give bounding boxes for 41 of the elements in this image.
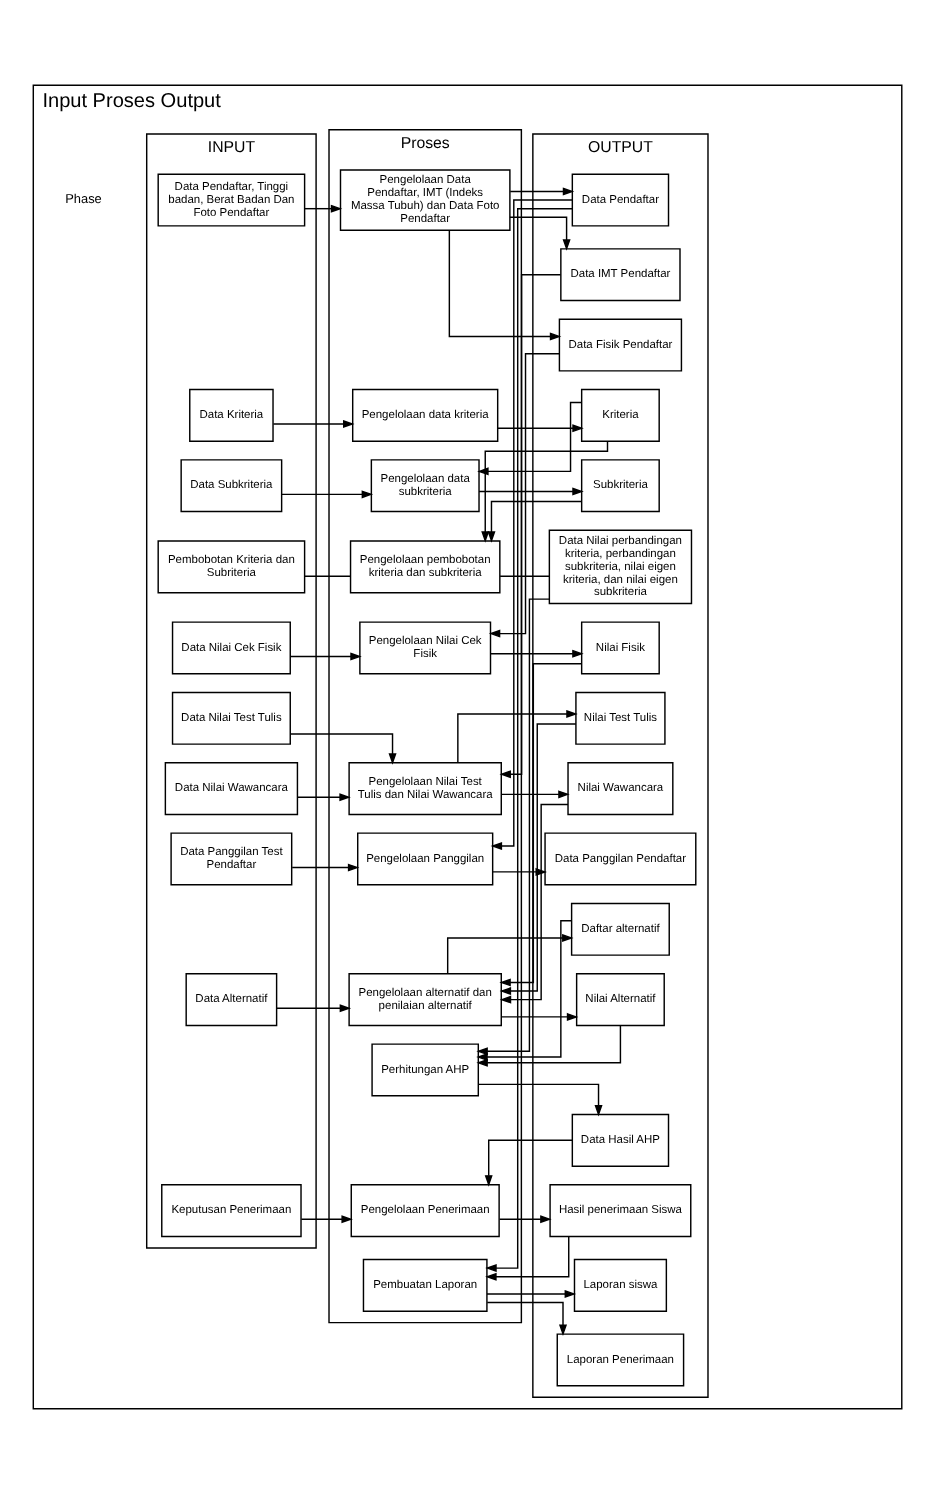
arrow xyxy=(499,802,569,1003)
arrow xyxy=(492,866,547,875)
arrow xyxy=(490,198,573,850)
arrow xyxy=(457,708,578,763)
arrow xyxy=(486,1288,577,1297)
arrow xyxy=(485,1235,570,1280)
arrow xyxy=(478,486,584,495)
arrow xyxy=(499,273,562,778)
arrow xyxy=(476,1024,622,1066)
arrow xyxy=(477,400,583,475)
connector xyxy=(303,574,352,576)
arrow xyxy=(486,1300,568,1336)
arrow xyxy=(446,932,574,973)
arrow xyxy=(481,439,609,542)
arrow xyxy=(487,499,582,542)
arrow xyxy=(509,215,571,250)
arrow xyxy=(485,206,573,1272)
arrow xyxy=(289,732,397,764)
arrow xyxy=(289,651,362,660)
arrow xyxy=(490,648,584,657)
arrow xyxy=(499,662,583,986)
arrow xyxy=(501,789,570,798)
arrow xyxy=(499,722,577,995)
arrow xyxy=(484,1138,573,1186)
arrow xyxy=(501,1011,579,1020)
arrow xyxy=(296,792,351,801)
connector xyxy=(499,574,550,576)
arrow xyxy=(476,597,550,1055)
arrow xyxy=(300,1214,353,1223)
arrow xyxy=(488,351,560,637)
arrow xyxy=(291,862,360,871)
arrow xyxy=(281,489,374,498)
arrow xyxy=(276,1003,352,1012)
arrow xyxy=(498,1214,552,1223)
arrow xyxy=(448,228,562,340)
arrow xyxy=(272,418,355,428)
arrow xyxy=(477,1082,603,1116)
arrow xyxy=(476,919,572,1061)
arrow xyxy=(509,186,575,195)
arrow xyxy=(303,203,343,212)
arrow xyxy=(497,423,584,432)
